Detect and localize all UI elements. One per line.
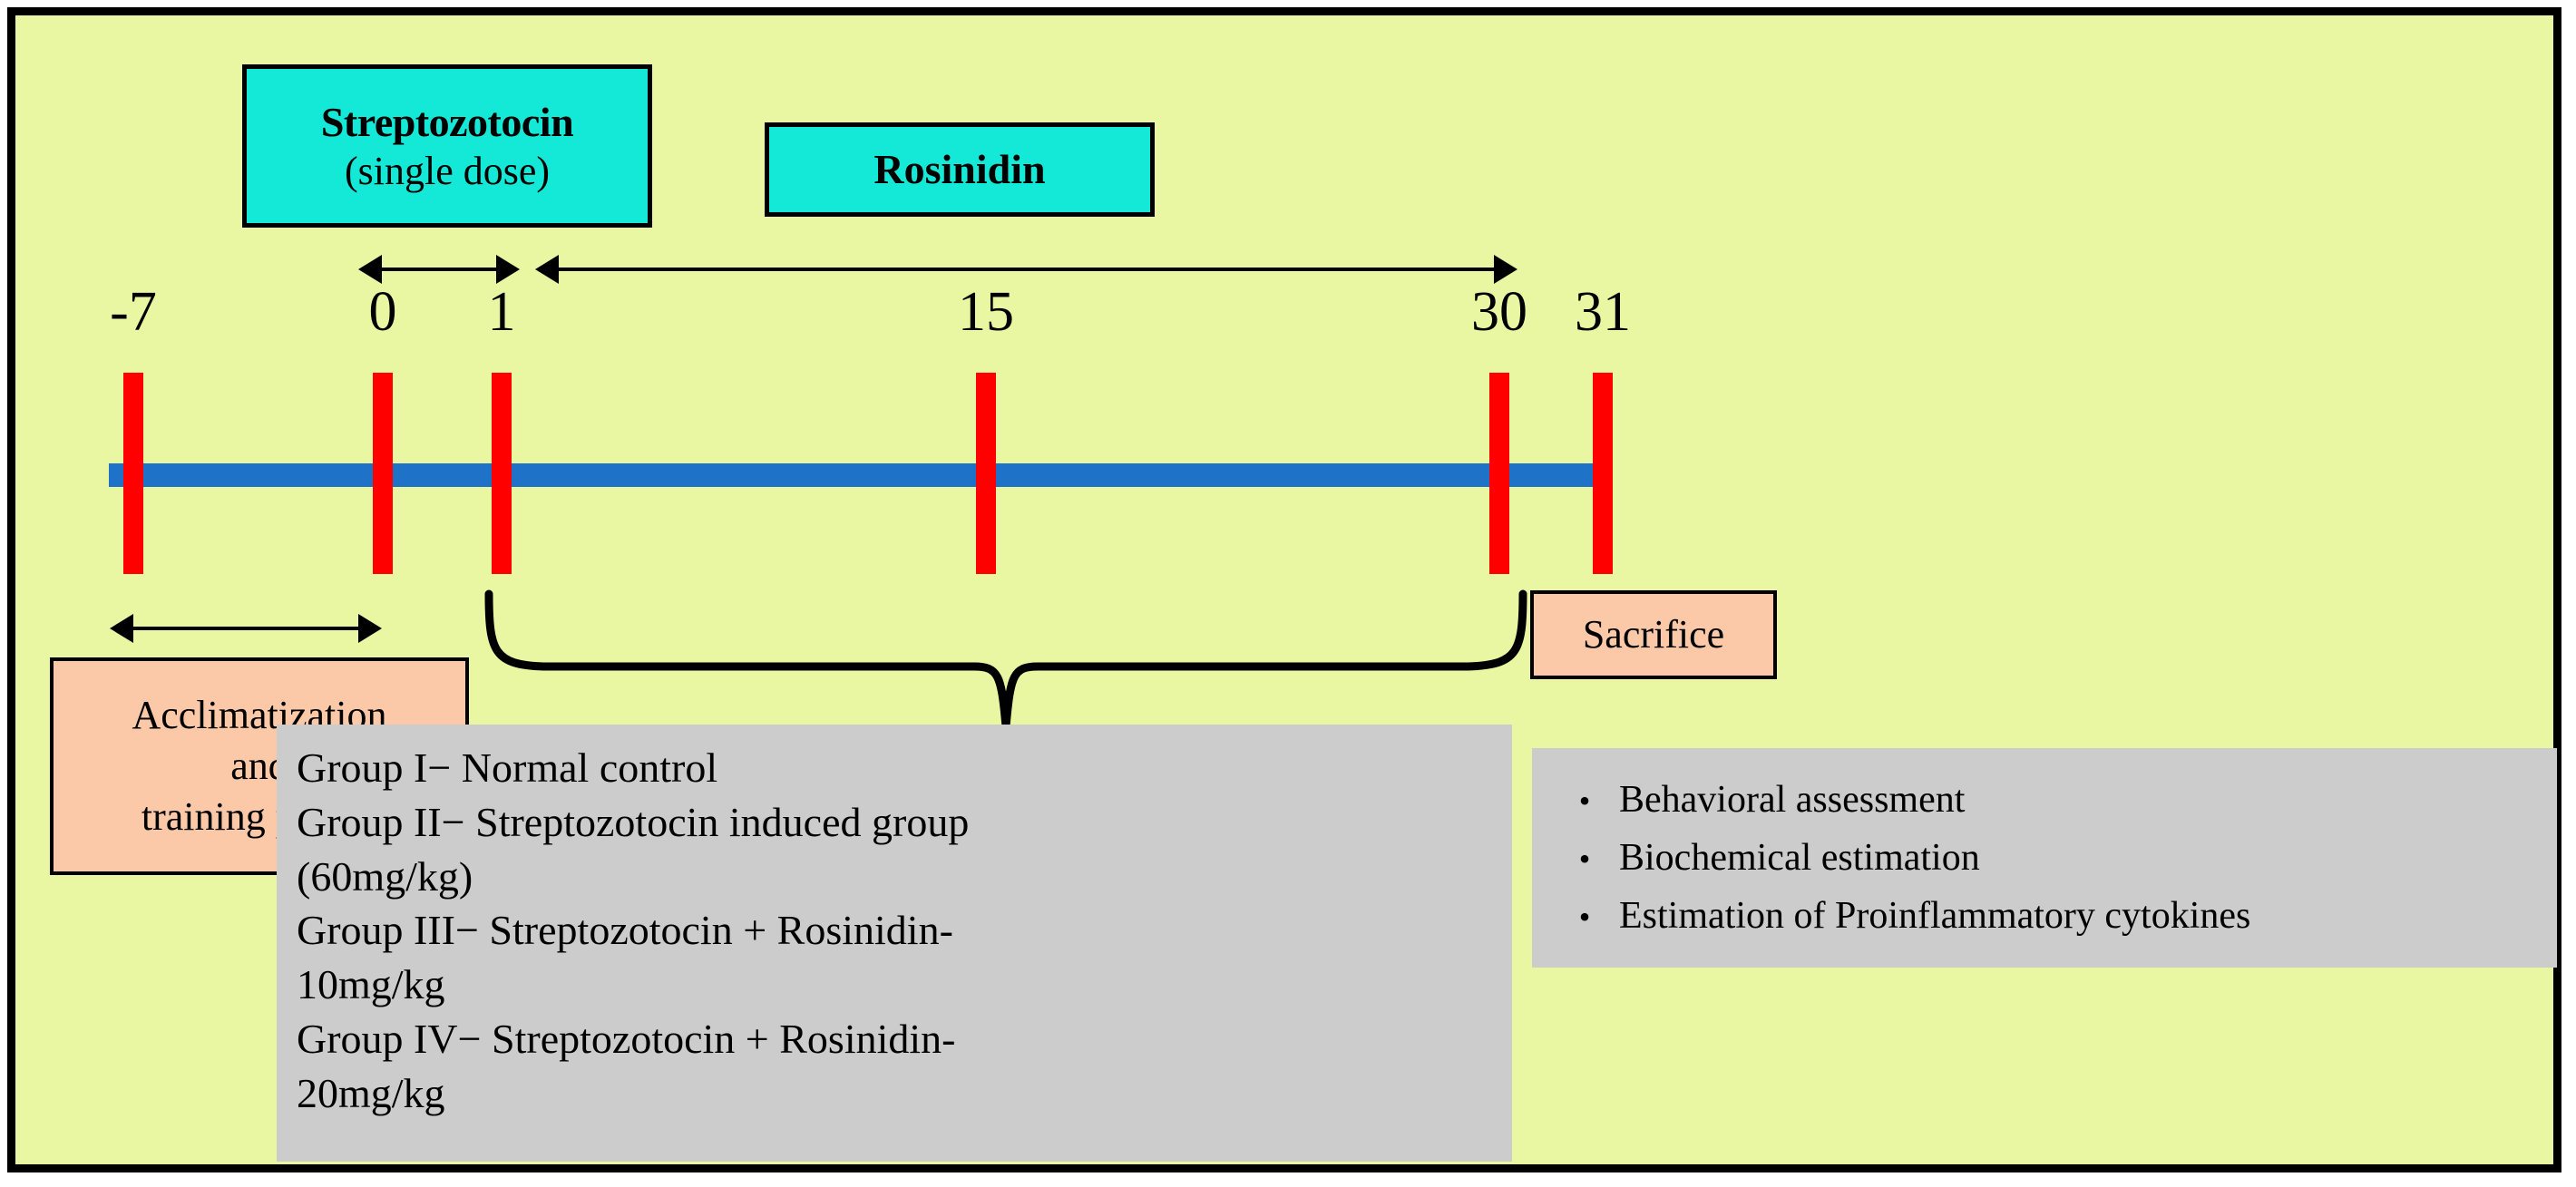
arrow-head-left-icon <box>358 255 382 284</box>
diagram-frame: Streptozotocin (single dose) Rosinidin -… <box>7 7 2561 1172</box>
group-line-4: Group III− Streptozotocin + Rosinidin- <box>297 907 953 954</box>
group-line-5: 10mg/kg <box>297 961 445 1008</box>
timeline-tick--7 <box>123 373 143 574</box>
day-label--7: -7 <box>110 281 157 343</box>
timeline-bar <box>109 463 1601 487</box>
timeline-tick-31 <box>1593 373 1613 574</box>
groups-box: Group I− Normal control Group II− Strept… <box>277 725 1512 1162</box>
day-label-30: 30 <box>1471 281 1527 343</box>
arrow-head-right-icon <box>358 614 382 643</box>
streptozotocin-subtitle: (single dose) <box>344 149 551 194</box>
day-label-15: 15 <box>958 281 1014 343</box>
day-label-31: 31 <box>1575 281 1631 343</box>
arrow-shaft <box>132 627 364 630</box>
arrow-head-right-icon <box>1494 255 1517 284</box>
arrow-head-right-icon <box>496 255 520 284</box>
rosinidin-label-box: Rosinidin <box>765 122 1155 217</box>
group-line-2: Group II− Streptozotocin induced group <box>297 798 970 845</box>
assessment-label: Biochemical estimation <box>1619 836 1980 879</box>
day-label-1: 1 <box>487 281 516 343</box>
assessment-item: • Estimation of Proinflammatory cytokine… <box>1550 888 2539 946</box>
assessment-label: Behavioral assessment <box>1619 779 1966 821</box>
timeline-tick-15 <box>976 373 996 574</box>
assessment-item: • Biochemical estimation <box>1550 830 2539 888</box>
timeline-tick-1 <box>492 373 512 574</box>
bullet-icon: • <box>1578 898 1591 935</box>
group-line-1: Group I− Normal control <box>297 744 718 791</box>
day-label-0: 0 <box>368 281 397 343</box>
arrow-head-left-icon <box>535 255 559 284</box>
group-line-7: 20mg/kg <box>297 1069 445 1116</box>
group-line-6: Group IV− Streptozotocin + Rosinidin- <box>297 1015 956 1062</box>
streptozotocin-title: Streptozotocin <box>320 98 574 145</box>
sacrifice-box: Sacrifice <box>1530 590 1777 679</box>
arrow-head-left-icon <box>110 614 133 643</box>
timeline-tick-30 <box>1489 373 1509 574</box>
rosinidin-title: Rosinidin <box>873 146 1046 193</box>
group-line-3: (60mg/kg) <box>297 852 473 900</box>
assessment-item: • Behavioral assessment <box>1550 772 2539 830</box>
streptozotocin-label-box: Streptozotocin (single dose) <box>242 64 652 228</box>
bullet-icon: • <box>1578 840 1591 877</box>
assessment-label: Estimation of Proinflammatory cytokines <box>1619 894 2251 937</box>
arrow-shaft <box>380 268 502 271</box>
bullet-icon: • <box>1578 783 1591 819</box>
sacrifice-label: Sacrifice <box>1582 611 1725 657</box>
arrow-shaft <box>557 268 1500 271</box>
group-brace-icon <box>484 589 1527 727</box>
assessments-box: • Behavioral assessment • Biochemical es… <box>1532 748 2557 968</box>
timeline-tick-0 <box>373 373 393 574</box>
